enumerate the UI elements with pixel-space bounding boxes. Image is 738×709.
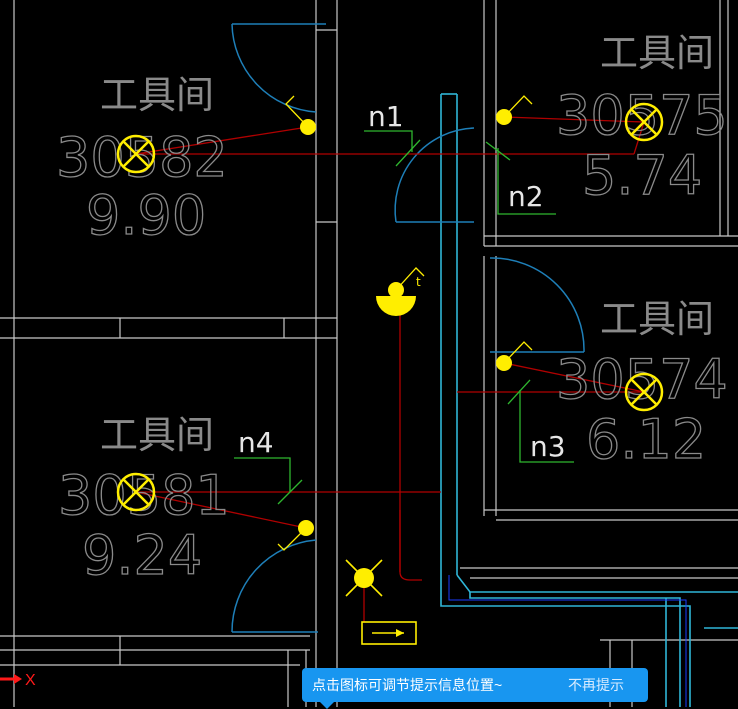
ceiling-light-icon[interactable]	[624, 372, 664, 412]
circuit-tag-n4[interactable]: n4	[238, 426, 274, 459]
room-name: 工具间	[100, 413, 214, 457]
corridor-light-icon[interactable]	[345, 559, 383, 597]
room-area: 5.74	[582, 144, 702, 207]
room-name: 工具间	[100, 73, 214, 117]
circuit-tag-n1[interactable]: n1	[368, 100, 404, 133]
ducts	[440, 93, 738, 707]
hint-message[interactable]: 点击图标可调节提示信息位置~	[312, 677, 503, 693]
room-label-2: 工具间 30575 5.74	[555, 31, 728, 208]
room-label-3: 工具间 30574 6.12	[555, 297, 728, 472]
ceiling-light-icon[interactable]	[624, 102, 664, 142]
room-area: 9.24	[82, 524, 202, 587]
switch-icon[interactable]	[277, 520, 314, 551]
switch-mark-label: t	[416, 275, 421, 289]
room-name: 工具间	[600, 297, 714, 341]
room-label-1: 工具间 30582 9.90	[55, 73, 228, 248]
dont-show-again-button[interactable]: 不再提示	[568, 677, 624, 693]
doors	[231, 23, 585, 633]
room-area: 6.12	[586, 408, 706, 471]
room-number: 30574	[556, 348, 728, 411]
room-number: 30581	[58, 464, 230, 527]
wiring	[135, 116, 645, 622]
ceiling-light-icon[interactable]	[116, 472, 156, 512]
room-label-4: 工具间 30581 9.24	[57, 413, 230, 588]
ucs-axis-icon: X	[0, 672, 36, 689]
ceiling-light-icon[interactable]	[116, 134, 156, 174]
circuit-tag-n2[interactable]: n2	[508, 180, 544, 213]
exit-sign-icon[interactable]	[361, 621, 417, 645]
switch-icon[interactable]	[285, 95, 316, 135]
circuit-tag-n3[interactable]: n3	[530, 430, 566, 463]
switch-icon[interactable]	[496, 95, 533, 125]
switch-icon[interactable]	[496, 341, 533, 371]
room-number: 30582	[56, 126, 228, 189]
duct-inner	[448, 575, 687, 707]
axis-x-label: X	[25, 672, 36, 689]
tag-leaders	[234, 130, 574, 505]
room-number: 30575	[556, 84, 728, 147]
emergency-light-icon[interactable]: t	[376, 267, 425, 316]
position-hint-tooltip[interactable]: 点击图标可调节提示信息位置~ 不再提示	[302, 668, 648, 709]
room-name: 工具间	[600, 31, 714, 75]
room-area: 9.90	[86, 184, 206, 247]
